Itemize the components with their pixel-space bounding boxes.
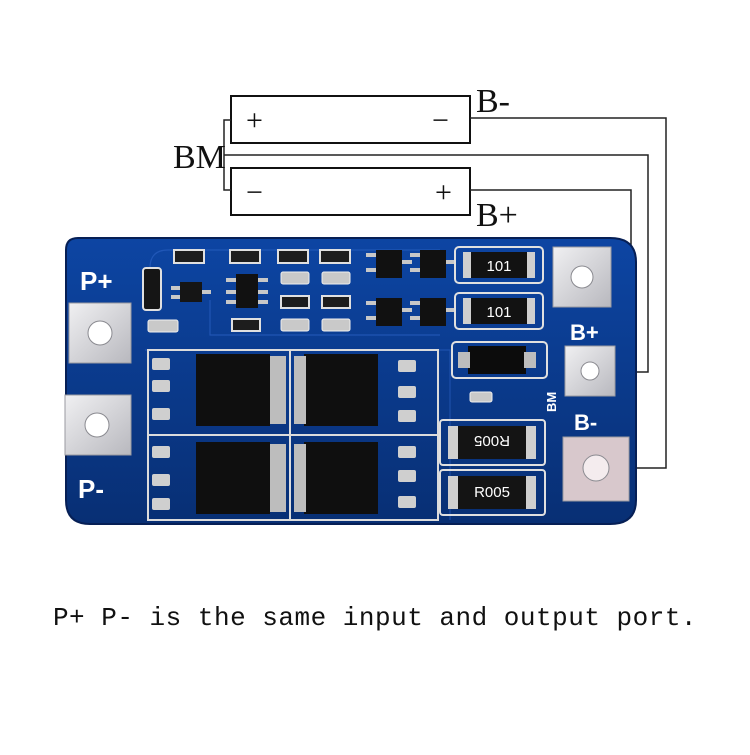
small-ic-left	[142, 267, 211, 333]
resistor-101-top-label: 101	[486, 258, 511, 275]
shunt-r005-bottom: R005	[439, 469, 546, 516]
shunt-r005-top: R005	[439, 419, 546, 466]
resistor-101-top: 101	[454, 246, 544, 284]
battery-top-minus: −	[432, 104, 449, 137]
battery-cell-bottom: − +	[230, 167, 471, 216]
pad-p-plus	[68, 302, 132, 364]
resistor-101-bottom: 101	[454, 292, 544, 330]
pad-p-minus	[64, 394, 132, 456]
board-label-bm: BM	[544, 392, 559, 412]
battery-bottom-minus: −	[246, 176, 263, 209]
pad-b-plus-top	[552, 246, 612, 308]
pad-bm	[564, 345, 616, 397]
wire-label-b-plus: B+	[476, 197, 518, 234]
resistor-101-bottom-label: 101	[486, 304, 511, 321]
smd-top-row	[173, 249, 456, 332]
board-label-b-plus: B+	[570, 320, 599, 345]
board-label-p-plus: P+	[80, 266, 113, 296]
diode	[451, 341, 548, 403]
board-label-b-minus: B-	[574, 410, 597, 435]
wire-label-b-minus: B-	[476, 83, 510, 120]
shunt-r005-top-label: R005	[474, 432, 510, 449]
battery-bottom-plus: +	[435, 176, 452, 209]
mosfet-array	[147, 349, 439, 521]
battery-top-plus: +	[246, 104, 263, 137]
board-label-p-minus: P-	[78, 474, 104, 504]
caption: P+ P- is the same input and output port.	[52, 603, 698, 633]
shunt-r005-bottom-label: R005	[474, 484, 510, 501]
wire-label-bm: BM	[173, 139, 226, 176]
pcb-board: P+ P- B+ BM B-	[64, 237, 637, 525]
battery-cell-top: + −	[230, 95, 471, 144]
pad-b-minus	[562, 436, 630, 502]
